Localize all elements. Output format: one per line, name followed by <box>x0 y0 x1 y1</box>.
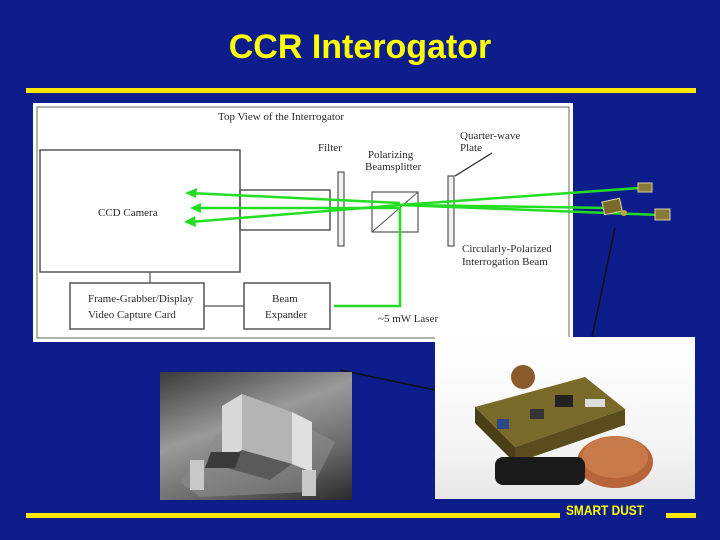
laser-input-beam <box>334 208 402 308</box>
bottom-rule-right <box>666 513 696 518</box>
diagram-border <box>36 106 570 339</box>
quarter-wave-pointer <box>454 152 493 177</box>
dust-mote-2 <box>601 197 623 216</box>
beam-expander-label-2: Expander <box>265 309 307 321</box>
circular-pol-label-1: Circularly-Polarized <box>462 243 552 255</box>
frame-grabber-label-2: Video Capture Card <box>88 309 176 321</box>
smart-dust-brand: SMART DUST <box>566 502 645 518</box>
polarizing-label-1: Polarizing <box>368 149 414 161</box>
ccd-camera-label: CCD Camera <box>98 207 158 219</box>
dust-mote-3 <box>654 208 671 221</box>
filter-label: Filter <box>318 142 342 154</box>
circular-pol-label-2: Interrogation Beam <box>462 256 548 268</box>
top-rule <box>26 88 696 93</box>
mems-ccr-photo <box>160 372 352 500</box>
laser-label: ~5 mW Laser <box>378 313 438 325</box>
arrowhead-lower <box>184 216 196 227</box>
beam-arrowheads <box>184 188 201 227</box>
smart-dust-mote-photo <box>435 337 695 499</box>
reflected-beam-lower <box>189 203 401 224</box>
beamsplitter-diagonal <box>371 191 419 233</box>
bottom-rule-left <box>26 513 560 518</box>
diagram-panel <box>33 103 573 342</box>
reflected-beam-upper <box>189 191 401 205</box>
diagram-heading: Top View of the Interrogator <box>218 111 344 123</box>
arrowhead-middle <box>190 203 201 213</box>
beam-expander-box <box>243 282 331 330</box>
arrowhead-upper <box>185 188 197 198</box>
beam-paths <box>189 186 661 308</box>
dust-mote-coin <box>621 210 627 216</box>
quarter-wave-label-1: Quarter-wave <box>460 130 520 142</box>
beamsplitter-cube <box>371 191 419 233</box>
polarizing-label-2: Beamsplitter <box>365 161 422 173</box>
dust-motes <box>601 182 671 221</box>
dust-mote-1 <box>637 182 653 193</box>
frame-grabber-label-1: Frame-Grabber/Display <box>88 293 194 305</box>
slide-title: CCR Interogator <box>228 28 492 66</box>
beam-to-dust-1 <box>399 186 641 207</box>
beam-expander-label-1: Beam <box>272 293 298 305</box>
quarter-wave-plate <box>447 175 455 247</box>
beam-to-dust-3 <box>399 203 661 217</box>
quarter-wave-label-2: Plate <box>460 142 482 154</box>
